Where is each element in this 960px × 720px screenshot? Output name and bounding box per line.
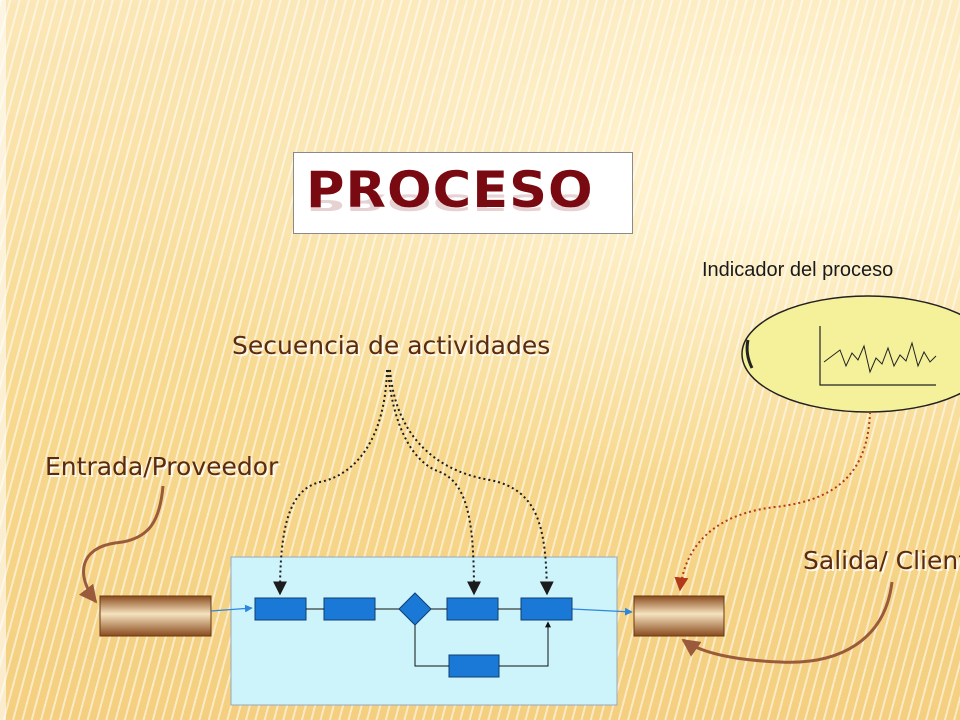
connector-diamond-5: [414, 625, 449, 667]
sequence-arrow-3: [389, 369, 554, 596]
activity-box-4: [520, 597, 573, 621]
indicator-label: Indicador del proceso: [702, 259, 894, 281]
input-box: [99, 595, 212, 637]
output-box: [633, 595, 725, 637]
indicator-chart-axes: [819, 326, 936, 386]
output-label-arrow: [681, 581, 894, 664]
input-label: Entrada/Proveedor: [45, 452, 279, 481]
activity-box-1: [254, 597, 307, 621]
indicator-ellipse-group: [741, 295, 960, 413]
output-label: Salida/ Cliente: [803, 546, 960, 575]
indicator-arrow: [674, 411, 871, 592]
title-box: Proceso Proceso: [293, 152, 633, 234]
process-to-output-arrow: [571, 607, 633, 616]
activity-box-3: [446, 597, 499, 621]
sequence-arrow-1: [273, 369, 388, 596]
process-container: [230, 556, 618, 706]
indicator-ellipse-shadow: [745, 339, 754, 369]
indicator-chart-line: [823, 341, 937, 374]
left-strip: [0, 0, 6, 720]
page-title: Proceso: [306, 161, 594, 219]
connector-5-4: [499, 621, 551, 667]
activity-box-5: [448, 654, 500, 678]
input-to-process-arrow: [210, 604, 253, 613]
input-label-arrow: [78, 485, 165, 604]
activity-box-2: [323, 597, 376, 621]
sequence-label: Secuencia de actividades: [232, 331, 551, 360]
sequence-arrow-2: [387, 369, 481, 596]
